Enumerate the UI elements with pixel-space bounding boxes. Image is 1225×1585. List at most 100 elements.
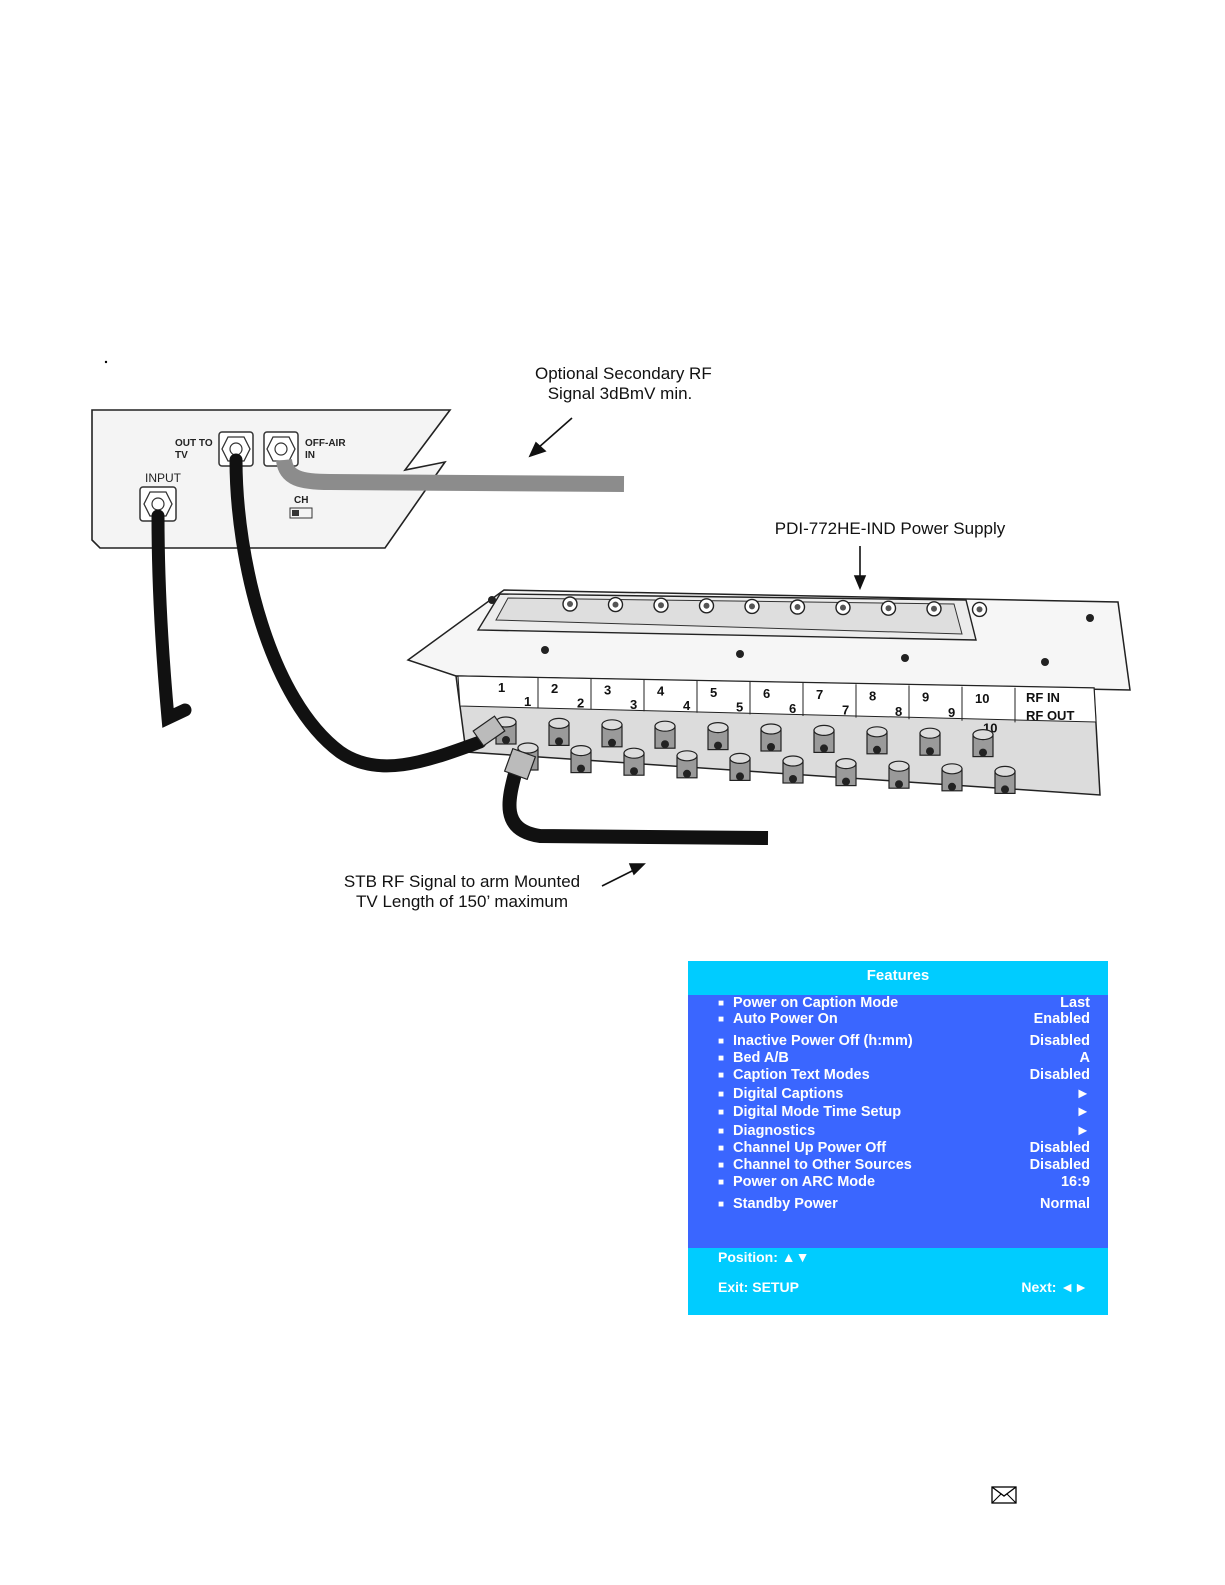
rail-hole-center (840, 604, 846, 611)
ch-label: CH (294, 495, 308, 506)
bullet-icon: ■ (718, 1036, 725, 1047)
menu-item-label: Caption Text Modes (733, 1067, 870, 1083)
stb-f-connector-icon (503, 747, 537, 781)
menu-item-value: Disabled (1029, 1033, 1090, 1049)
rf-in-port-number: 2 (551, 681, 558, 696)
menu-item-value: Last (1060, 995, 1090, 1011)
rf-out-label: RF OUT (1026, 708, 1074, 723)
power-supply-rail (476, 593, 988, 641)
out-to-tv-label-line2: TV (175, 450, 188, 461)
menu-item-value: Normal (1040, 1196, 1090, 1212)
menu-header: Features (688, 961, 1108, 995)
rf-out-f-connector-icon (570, 744, 592, 774)
rf-in-f-connector-icon (760, 723, 782, 752)
exit-hint: Exit: SETUP (718, 1279, 799, 1295)
bullet-icon: ■ (718, 1199, 725, 1210)
menu-item-value: ► (1075, 1123, 1090, 1139)
rf-in-port-number: 7 (816, 687, 823, 702)
secondary-rf-line2: Signal 3dBmV min. (547, 384, 693, 403)
menu-item-label: Digital Captions (733, 1086, 844, 1102)
rf-out-port-number: 5 (736, 700, 743, 715)
out-to-tv-cable (229, 453, 487, 773)
rf-in-port-number: 8 (869, 688, 876, 703)
rf-in-f-connector-icon (813, 724, 835, 754)
rf-in-port-number: 5 (710, 685, 717, 700)
rf-in-port-number: 10 (975, 691, 989, 706)
out-to-tv-label-line1: OUT TO (175, 438, 213, 449)
position-hint: Position: ▲▼ (718, 1249, 810, 1265)
rf-in-port-number: 4 (657, 684, 665, 699)
rf-in-f-connector-icon (707, 721, 729, 751)
menu-item[interactable]: ■Digital Mode Time Setup► (718, 1104, 1090, 1121)
rail-hole-center (976, 606, 983, 613)
secondary-rf-cable (276, 458, 625, 492)
rf-out-port-number: 8 (895, 704, 902, 719)
menu-item-label: Diagnostics (733, 1123, 816, 1139)
bullet-icon: ■ (718, 1107, 725, 1118)
out-to-tv-connector-icon (218, 431, 254, 467)
rf-out-port-number: 2 (577, 695, 584, 710)
menu-item[interactable]: ■ Digital Captions ► (718, 1086, 1090, 1103)
bullet-icon: ■ (718, 998, 725, 1009)
next-hint: Next: ◄► (1021, 1279, 1088, 1295)
rf-out-f-connector-icon (835, 757, 857, 787)
tv-back-panel: INPUT OUT TO TV OFF-AIR IN CH (91, 409, 452, 549)
rail-hole-center (749, 603, 755, 610)
menu-item-value: ► (1075, 1086, 1090, 1102)
menu-footer (688, 1248, 1108, 1315)
rf-out-port-number: 7 (842, 702, 849, 717)
menu-item-value: 16:9 (1060, 1174, 1090, 1190)
rf-out-f-connector-icon (888, 760, 910, 789)
menu-item-label: Channel Up Power Off (733, 1140, 887, 1156)
stray-dot (104, 360, 108, 364)
menu-item-value: Disabled (1029, 1067, 1090, 1083)
menu-item-label: Standby Power (733, 1196, 838, 1212)
rf-in-port-number: 3 (604, 682, 611, 697)
rail-hole-center (794, 604, 801, 610)
rail-hole-center (612, 601, 619, 608)
bullet-icon: ■ (718, 1160, 725, 1171)
callout-arrows (528, 417, 867, 887)
menu-item-label: Inactive Power Off (h:mm) (733, 1033, 913, 1049)
rf-in-label: RF IN (1026, 690, 1060, 705)
bullet-icon: ■ (718, 1177, 725, 1188)
secondary-rf-callout: Optional Secondary RF Signal 3dBmV min. (535, 364, 712, 404)
menu-item[interactable]: ■ Standby Power Normal (718, 1196, 1090, 1213)
menu-item[interactable]: ■ Power on ARC Mode 16:9 (718, 1174, 1090, 1191)
rf-in-f-connector-icon (548, 717, 570, 747)
bullet-icon: ■ (718, 1089, 725, 1100)
rail-hole-center (703, 602, 710, 609)
rf-in-f-connector-icon (866, 726, 888, 755)
menu-item-label: Power on ARC Mode (733, 1174, 876, 1190)
bullet-icon: ■ (718, 1143, 725, 1154)
rf-out-f-connector-icon (623, 747, 645, 776)
rail-hole-center (885, 605, 892, 612)
out-to-tv-f-connector-icon (472, 715, 506, 747)
mounting-holes (488, 596, 1094, 666)
ch-switch-icon (289, 507, 313, 519)
menu-item-value: Enabled (1033, 1011, 1090, 1027)
off-air-label-line2: IN (305, 450, 315, 461)
input-label: INPUT (145, 471, 182, 485)
menu-item[interactable]: ■ Diagnostics ► (718, 1123, 1090, 1140)
menu-item-label: Channel to Other Sources (733, 1157, 912, 1173)
menu-item-label: Bed A/B (733, 1050, 789, 1066)
rail-hole-center (658, 602, 664, 609)
rf-in-f-connector-icon (601, 719, 623, 748)
rf-out-f-connector-icon (994, 765, 1016, 795)
bullet-icon: ■ (718, 1126, 725, 1137)
rf-out-f-connector-icon (676, 750, 698, 779)
rf-out-f-connector-icon (729, 752, 751, 782)
rf-in-port-number: 1 (498, 680, 505, 695)
rf-in-f-connector-icon (972, 728, 994, 758)
menu-item[interactable]: ■ Inactive Power Off (h:mm) Disabled (718, 1033, 1090, 1050)
menu-item-label: Digital Mode Time Setup (733, 1104, 902, 1120)
rail-hole-center (567, 601, 573, 607)
